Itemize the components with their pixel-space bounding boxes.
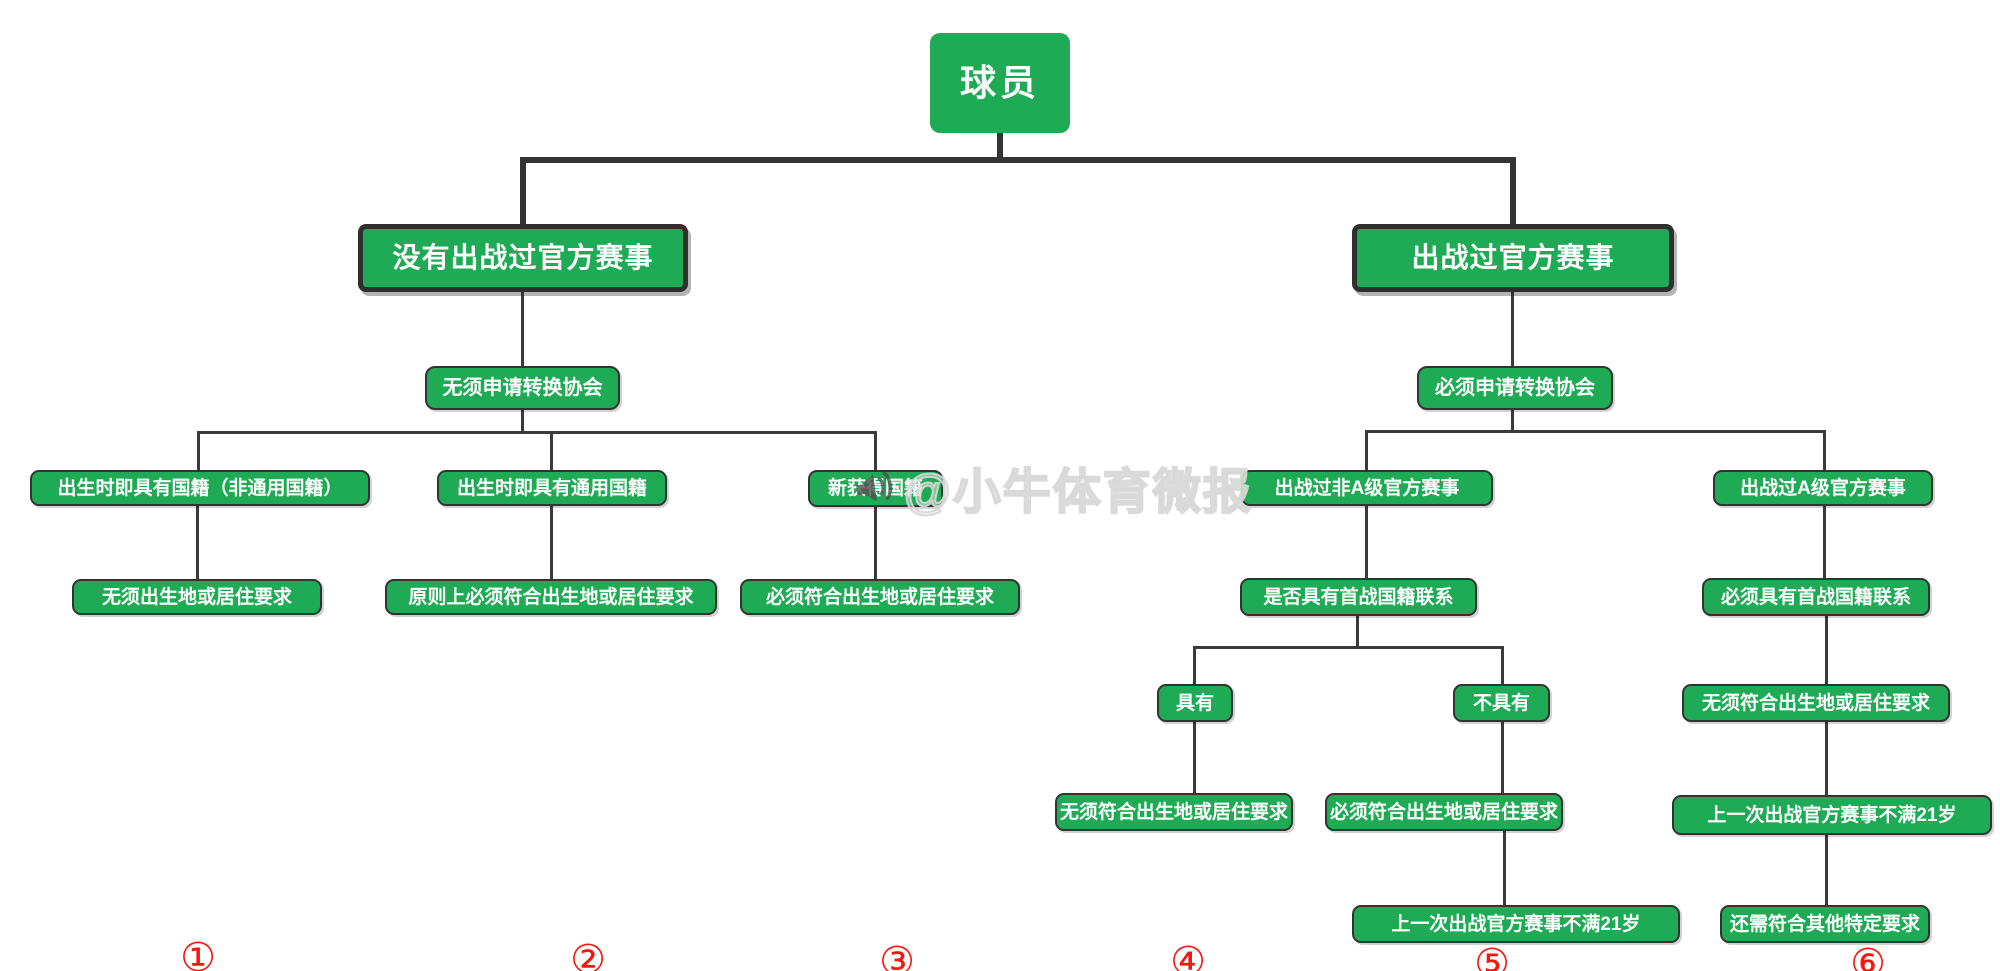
- connector-line: [1823, 506, 1826, 578]
- connector-line: [1501, 722, 1504, 793]
- node-other-specific-requirements: 还需符合其他特定要求: [1720, 905, 1930, 943]
- connector-line: [520, 157, 1516, 163]
- connector-line: [521, 292, 524, 366]
- node-must-association-change: 必须申请转换协会: [1417, 366, 1613, 410]
- watermark-text: @小牛体育微报: [903, 465, 1253, 520]
- node-played-official-matches: 出战过官方赛事: [1352, 224, 1674, 292]
- connector-line: [1365, 430, 1368, 470]
- connector-line: [550, 431, 553, 470]
- connector-line: [997, 131, 1003, 160]
- node-first-match-nationality-question: 是否具有首战国籍联系: [1240, 578, 1477, 616]
- footnote-6: ⑥: [1850, 941, 1886, 971]
- connector-line: [197, 431, 200, 470]
- node-non-a-level-official-matches: 出战过非A级官方赛事: [1241, 470, 1493, 506]
- node-has-no-link: 不具有: [1453, 684, 1550, 722]
- connector-line: [874, 431, 877, 470]
- node-a-no-birthplace-residence-requirement: 无须符合出生地或居住要求: [1682, 684, 1950, 722]
- node-yes-no-birthplace-requirement: 无须符合出生地或居住要求: [1055, 793, 1293, 831]
- node-no-need-association-change: 无须申请转换协会: [425, 366, 620, 410]
- node-has-link: 具有: [1157, 684, 1233, 722]
- connector-line: [1511, 292, 1514, 366]
- node-principle-birthplace-residence-requirement: 原则上必须符合出生地或居住要求: [385, 579, 717, 615]
- connector-line: [1825, 616, 1828, 684]
- node-no-must-birthplace-requirement: 必须符合出生地或居住要求: [1325, 793, 1563, 831]
- footnote-1: ①: [180, 935, 216, 971]
- connector-line: [1823, 430, 1826, 470]
- connector-line: [1510, 157, 1516, 224]
- node-a-last-match-under-21: 上一次出战官方赛事不满21岁: [1672, 795, 1992, 835]
- connector-line: [1365, 506, 1368, 578]
- connector-line: [1365, 430, 1825, 433]
- connector-line: [550, 506, 553, 579]
- footnote-3: ③: [879, 939, 915, 971]
- node-no-birthplace-residence-requirement: 无须出生地或居住要求: [72, 579, 322, 615]
- connector-line: [1501, 646, 1504, 684]
- connector-line: [1825, 835, 1828, 905]
- node-new-nationality: 新获得国籍: [808, 470, 943, 507]
- connector-line: [1503, 831, 1506, 905]
- connector-line: [874, 507, 877, 579]
- node-last-match-under-21: 上一次出战官方赛事不满21岁: [1352, 905, 1680, 943]
- connector-line: [1193, 722, 1196, 793]
- connector-line: [1193, 646, 1503, 649]
- footnote-5: ⑤: [1474, 941, 1510, 971]
- node-must-meet-birthplace-residence-requirement: 必须符合出生地或居住要求: [740, 579, 1020, 615]
- connector-line: [1356, 616, 1359, 648]
- footnote-2: ②: [570, 937, 606, 971]
- connector-line: [1193, 646, 1196, 684]
- footnote-4: ④: [1170, 939, 1206, 971]
- node-no-official-matches: 没有出战过官方赛事: [358, 224, 688, 292]
- connector-line: [1511, 410, 1514, 432]
- connector-line: [196, 506, 199, 579]
- connector-line: [197, 431, 877, 434]
- connector-line: [520, 157, 526, 224]
- node-a-level-official-matches: 出战过A级官方赛事: [1713, 470, 1933, 506]
- connector-line: [521, 410, 524, 433]
- connector-line: [1825, 722, 1828, 795]
- node-birth-nationality-common: 出生时即具有通用国籍: [437, 470, 667, 506]
- node-must-have-first-match-nationality: 必须具有首战国籍联系: [1702, 578, 1930, 616]
- node-birth-nationality-non-common: 出生时即具有国籍（非通用国籍）: [30, 470, 370, 506]
- node-player: 球员: [930, 33, 1070, 133]
